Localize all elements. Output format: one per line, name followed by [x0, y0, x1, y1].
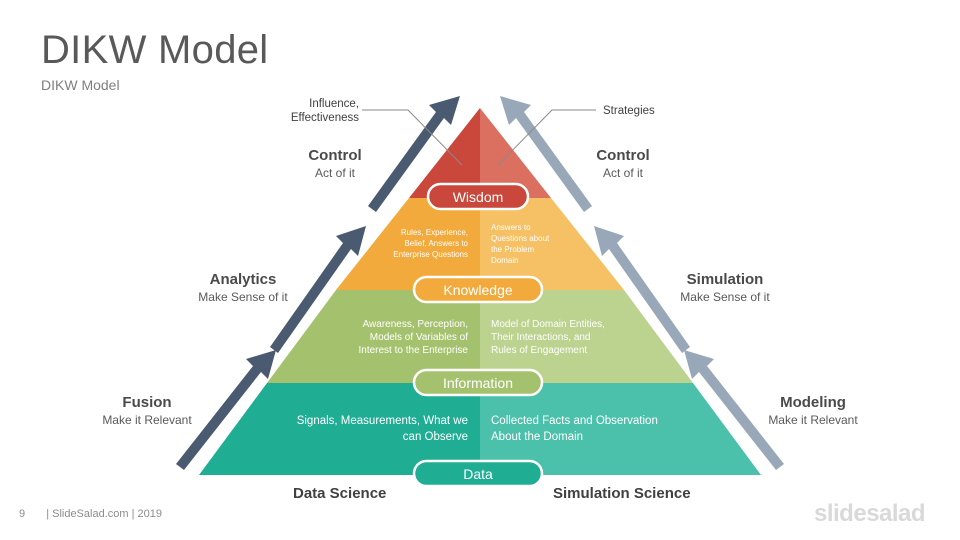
information-left-line-3: Interest to the Enterprise	[358, 345, 468, 356]
wisdom-tier-right	[480, 108, 551, 198]
left-label-analytics-heading: Analytics	[209, 271, 277, 288]
slide-title: DIKW Model	[41, 28, 269, 72]
left-callout-line-1: Influence,	[309, 98, 359, 110]
data-right-line-2: About the Domain	[491, 431, 583, 443]
information-left-line-1: Awareness, Perception,	[363, 319, 468, 330]
knowledge-pill: Knowledge	[412, 275, 544, 304]
bottom-label-data-science: Data Science	[293, 485, 387, 502]
knowledge-right-line-4: Domain	[491, 256, 519, 265]
left-label-control: Control Act of it	[245, 147, 425, 181]
knowledge-tier-left	[336, 198, 480, 290]
right-arrow-top	[500, 96, 592, 212]
left-arrow-top	[368, 96, 460, 212]
knowledge-tier-right	[480, 198, 624, 290]
right-label-control-heading: Control	[596, 147, 650, 164]
right-label-simulation-heading: Simulation	[686, 271, 764, 288]
knowledge-right-line-2: Questions about	[491, 234, 550, 243]
information-right-line-2: Their Interactions, and	[491, 332, 591, 343]
data-left-line-2: can Observe	[403, 431, 468, 443]
left-callout-line-2: Effectiveness	[290, 112, 359, 124]
footer: 9 | SlideSalad.com | 2019	[19, 508, 162, 520]
knowledge-left-line-1: Rules, Experience,	[401, 228, 468, 237]
data-right-line-1: Collected Facts and Observation	[491, 415, 658, 427]
knowledge-left-line-3: Enterprise Questions	[393, 250, 468, 259]
left-label-analytics-sub: Make Sense of it	[198, 290, 288, 304]
data-left-line-1: Signals, Measurements, What we	[297, 415, 468, 427]
bottom-label-simulation-science: Simulation Science	[553, 485, 691, 502]
brand-logo: slidesalad	[814, 500, 926, 527]
information-label: Information	[443, 375, 513, 391]
knowledge-label: Knowledge	[443, 282, 512, 298]
page-number: 9	[19, 508, 26, 520]
right-label-control-sub: Act of it	[602, 166, 643, 180]
wisdom-label: Wisdom	[453, 189, 504, 205]
wisdom-tier-left	[409, 108, 480, 198]
left-callout-text: Influence, Effectiveness	[268, 97, 359, 125]
left-label-fusion-sub: Make it Relevant	[102, 413, 192, 427]
right-arrow-bottom	[684, 350, 784, 470]
right-label-control: Control Act of it	[533, 147, 713, 181]
right-label-modeling: Modeling Make it Relevant	[723, 394, 903, 428]
information-pill: Information	[412, 368, 544, 397]
left-arrow-stack	[176, 96, 460, 470]
right-label-simulation: Simulation Make Sense of it	[635, 271, 815, 305]
left-label-fusion: Fusion Make it Relevant	[57, 394, 237, 428]
data-tier-right	[480, 383, 761, 475]
left-callout-line	[362, 109, 463, 166]
knowledge-right-line-3: the Problem	[491, 245, 534, 254]
information-right-line-1: Model of Domain Entities,	[491, 319, 605, 330]
left-arrow-bottom	[176, 350, 276, 470]
left-label-control-sub: Act of it	[314, 166, 355, 180]
information-right-line-3: Rules of Engagement	[491, 345, 587, 356]
right-label-simulation-sub: Make Sense of it	[680, 290, 770, 304]
right-callout-text: Strategies	[603, 105, 655, 117]
slide-subtitle: DIKW Model	[41, 77, 120, 93]
left-label-fusion-heading: Fusion	[122, 394, 172, 411]
footer-text: | SlideSalad.com | 2019	[46, 508, 162, 520]
right-arrow-middle	[594, 226, 690, 353]
right-callout-line	[497, 109, 596, 166]
wisdom-pill: Wisdom	[426, 182, 530, 211]
data-label: Data	[463, 466, 493, 482]
knowledge-right-line-1: Answers to	[491, 223, 531, 232]
data-pill: Data	[412, 459, 544, 488]
knowledge-left-line-2: Belief, Answers to	[404, 239, 468, 248]
information-tier-right	[480, 290, 693, 383]
left-label-analytics: Analytics Make Sense of it	[153, 271, 333, 305]
data-tier-left	[199, 383, 480, 475]
right-label-modeling-sub: Make it Relevant	[768, 413, 858, 427]
information-left-line-2: Models of Variables of	[370, 332, 468, 343]
right-label-modeling-heading: Modeling	[780, 394, 846, 411]
information-tier-left	[267, 290, 480, 383]
left-arrow-middle	[270, 226, 366, 353]
left-label-control-heading: Control	[308, 147, 362, 164]
right-arrow-stack	[500, 96, 784, 470]
